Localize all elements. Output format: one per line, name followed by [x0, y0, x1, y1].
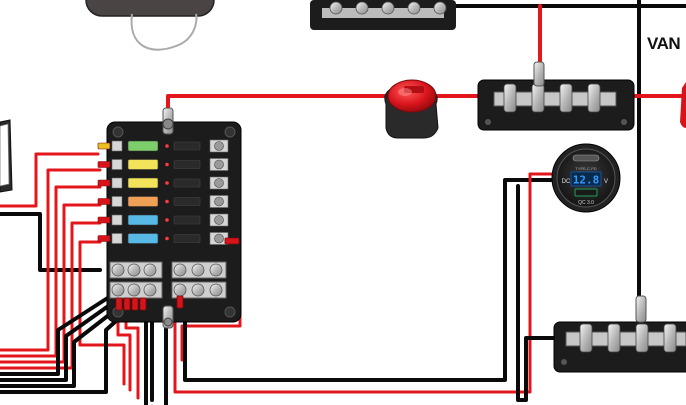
van-label: VAN [647, 34, 681, 53]
meter-label-v: V [604, 179, 608, 185]
fuse [127, 159, 159, 170]
wire-meter-to-busbar [516, 184, 558, 402]
wire-left-red [0, 152, 100, 208]
fuse [127, 140, 159, 152]
meter-label-dc: DC [562, 179, 571, 185]
right-edge-device [680, 82, 686, 128]
fuse-row [97, 195, 229, 208]
fuse-block [97, 107, 242, 329]
lower-right-busbar [553, 295, 686, 373]
wire-meter-negative [183, 178, 562, 382]
top-left-device [85, 0, 215, 51]
fuse [127, 214, 159, 226]
fuse-row [97, 232, 229, 245]
fuse-row [97, 158, 229, 171]
voltage-readout: 12.8 [573, 174, 600, 187]
wire-left-black [0, 212, 102, 272]
fuse-row [97, 139, 229, 153]
usb-voltmeter: TYPE-C PD 12.8 DC V QC 3.0 [551, 143, 621, 213]
fuse-rows [97, 139, 229, 245]
fuse [127, 196, 159, 207]
wire-meter-positive [173, 172, 562, 394]
fuse [127, 233, 159, 244]
meter-top-text: TYPE-C PD [575, 166, 596, 171]
battery-disconnect-switch[interactable] [384, 79, 439, 139]
left-edge-device [0, 119, 13, 193]
top-busbar [310, 0, 456, 30]
meter-port-label: QC 3.0 [578, 200, 594, 206]
fuse [127, 177, 159, 189]
fuse-row [97, 176, 229, 190]
fuse-row [97, 213, 229, 227]
wire-fuseblock-to-switch [166, 94, 390, 114]
upper-right-busbar [477, 61, 635, 131]
